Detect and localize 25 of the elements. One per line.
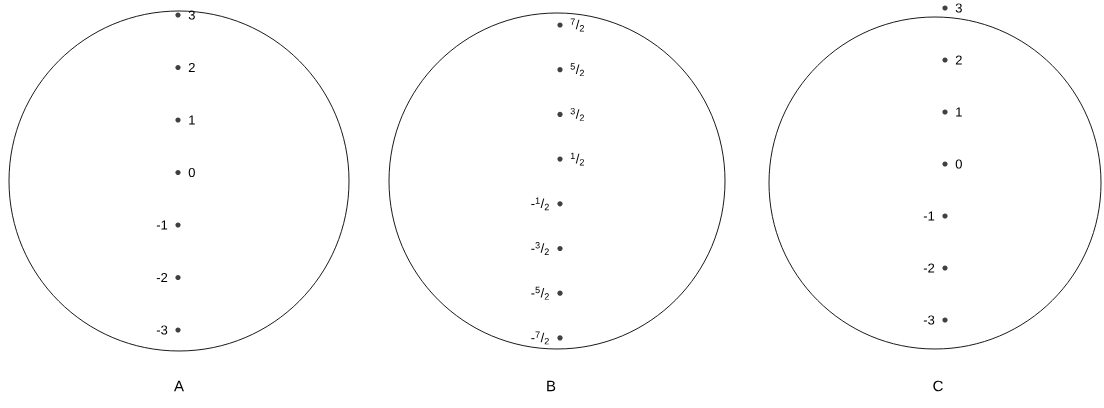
level-label: -1 <box>156 220 168 230</box>
level-label: -3 <box>156 325 168 335</box>
level-label: 2 <box>188 62 195 73</box>
level-label: 3 <box>188 10 195 20</box>
level-label: -2 <box>156 272 168 283</box>
level-label: 0 <box>955 159 962 169</box>
level-label: 0 <box>188 167 195 178</box>
level-label: -1 <box>923 211 935 221</box>
level-label: $^{1}$/$_{2}$ <box>570 152 584 166</box>
level-label: -2 <box>923 263 935 273</box>
level-label: $^{5}$/$_{2}$ <box>570 63 584 77</box>
level-label: $^{3}$/$_{2}$ <box>570 107 584 121</box>
level-label: 1 <box>956 107 962 117</box>
level-label: $^{7}$/$_{2}$ <box>570 18 584 32</box>
level-label: 3 <box>955 3 962 13</box>
level-label: -$^{7}$/$_{2}$ <box>531 331 549 345</box>
level-label: 2 <box>955 55 962 65</box>
level-label: -$^{3}$/$_{2}$ <box>531 242 549 255</box>
level-label: -$^{5}$/$_{2}$ <box>531 286 549 300</box>
panel-letter: C <box>933 380 943 392</box>
level-label: 1 <box>189 115 195 125</box>
level-label: -$^{1}$/$_{2}$ <box>531 197 549 211</box>
panel-letter: A <box>174 380 184 392</box>
panel-letter: B <box>547 380 556 392</box>
level-label: -3 <box>923 315 935 325</box>
